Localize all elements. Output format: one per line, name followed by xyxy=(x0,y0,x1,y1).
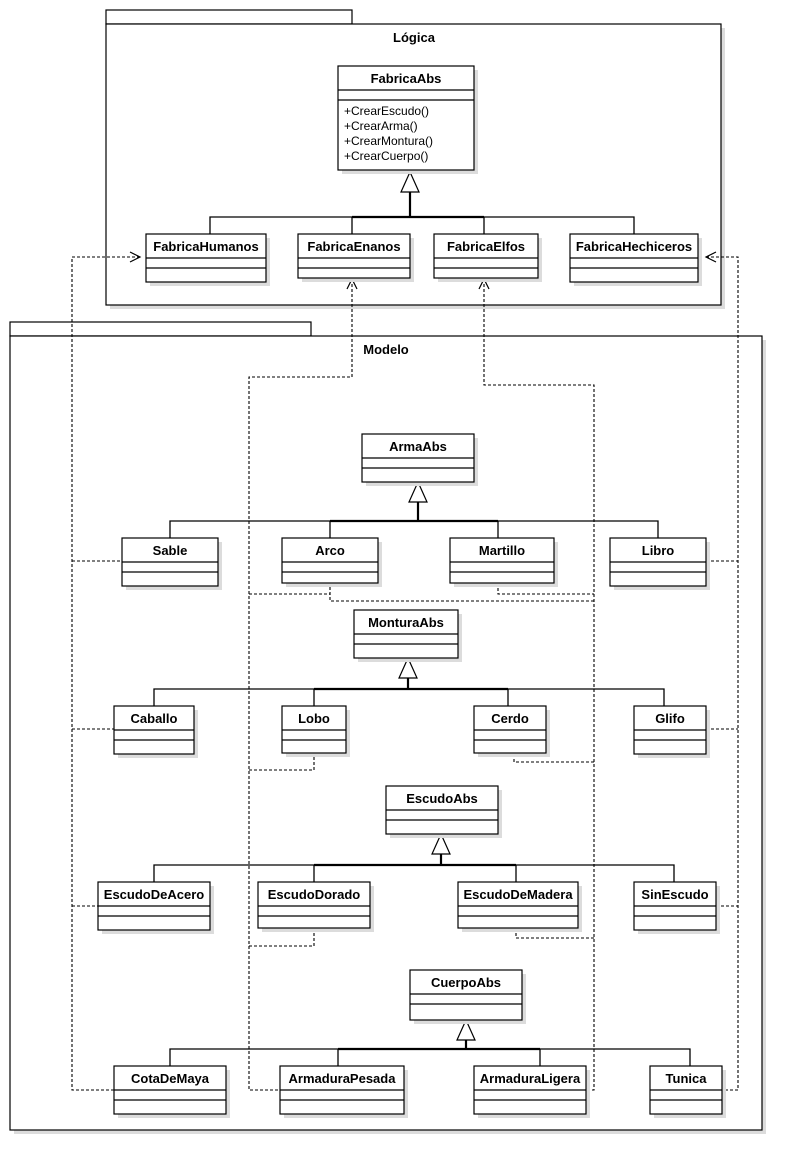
class-libro-name: Libro xyxy=(642,543,675,558)
class-armadura-pesada-name: ArmaduraPesada xyxy=(289,1071,397,1086)
class-escudo-de-madera[interactable]: EscudoDeMadera xyxy=(457,881,582,932)
class-fabrica-abs-operation: +CrearMontura() xyxy=(344,134,433,148)
class-sable-name: Sable xyxy=(153,543,188,558)
class-cota-de-maya[interactable]: CotaDeMaya xyxy=(113,1065,230,1118)
class-libro[interactable]: Libro xyxy=(609,537,710,590)
class-fabrica-elfos-name: FabricaElfos xyxy=(447,239,525,254)
class-cota-de-maya-name: CotaDeMaya xyxy=(131,1071,210,1086)
class-escudo-de-acero[interactable]: EscudoDeAcero xyxy=(97,881,214,934)
class-fabrica-enanos-name: FabricaEnanos xyxy=(307,239,400,254)
class-lobo[interactable]: Lobo xyxy=(281,705,350,757)
class-fabrica-hechiceros[interactable]: FabricaHechiceros xyxy=(569,233,702,286)
class-armadura-ligera-name: ArmaduraLigera xyxy=(480,1071,581,1086)
class-cerdo-name: Cerdo xyxy=(491,711,529,726)
class-fabrica-abs[interactable]: FabricaAbs+CrearEscudo()+CrearArma()+Cre… xyxy=(337,65,478,174)
generalizations xyxy=(153,170,691,1066)
class-escudo-abs-name: EscudoAbs xyxy=(406,791,478,806)
class-caballo-name: Caballo xyxy=(131,711,178,726)
class-martillo-name: Martillo xyxy=(479,543,525,558)
class-montura-abs[interactable]: MonturaAbs xyxy=(353,609,462,662)
class-fabrica-hechiceros-name: FabricaHechiceros xyxy=(576,239,692,254)
class-sin-escudo[interactable]: SinEscudo xyxy=(633,881,720,934)
class-tunica[interactable]: Tunica xyxy=(649,1065,726,1118)
generalization-arrowhead-montura xyxy=(398,656,418,679)
class-armadura-pesada[interactable]: ArmaduraPesada xyxy=(279,1065,408,1118)
package-modelo-label: Modelo xyxy=(363,342,409,357)
dependencies xyxy=(71,251,739,1091)
class-escudo-de-madera-name: EscudoDeMadera xyxy=(463,887,573,902)
class-fabrica-humanos[interactable]: FabricaHumanos xyxy=(145,233,270,286)
class-sable[interactable]: Sable xyxy=(121,537,222,590)
class-escudo-dorado[interactable]: EscudoDorado xyxy=(257,881,374,932)
class-sin-escudo-name: SinEscudo xyxy=(641,887,708,902)
class-fabrica-abs-operation: +CrearEscudo() xyxy=(344,104,429,118)
class-armadura-ligera[interactable]: ArmaduraLigera xyxy=(473,1065,590,1118)
class-glifo-name: Glifo xyxy=(655,711,685,726)
class-cuerpo-abs-name: CuerpoAbs xyxy=(431,975,501,990)
class-tunica-name: Tunica xyxy=(666,1071,708,1086)
classes: FabricaAbs+CrearEscudo()+CrearArma()+Cre… xyxy=(97,65,726,1118)
dependency-fabrica-humanos xyxy=(71,256,140,1091)
generalization-arrowhead-fabrica xyxy=(400,170,420,193)
class-caballo[interactable]: Caballo xyxy=(113,705,198,758)
class-martillo[interactable]: Martillo xyxy=(449,537,558,587)
class-fabrica-enanos[interactable]: FabricaEnanos xyxy=(297,233,414,282)
class-glifo[interactable]: Glifo xyxy=(633,705,710,758)
dependency-fabrica-enanos xyxy=(248,279,353,1091)
class-fabrica-abs-name: FabricaAbs xyxy=(371,71,442,86)
generalization-arrowhead-cuerpo xyxy=(456,1018,476,1041)
dependency-fabrica-elfos xyxy=(483,279,595,1091)
class-fabrica-humanos-name: FabricaHumanos xyxy=(153,239,258,254)
class-arco-name: Arco xyxy=(315,543,345,558)
class-escudo-de-acero-name: EscudoDeAcero xyxy=(104,887,204,902)
class-arma-abs-name: ArmaAbs xyxy=(389,439,447,454)
class-arma-abs[interactable]: ArmaAbs xyxy=(361,433,478,486)
class-escudo-abs[interactable]: EscudoAbs xyxy=(385,785,502,838)
dependency-fabrica-hechiceros xyxy=(706,256,739,1091)
class-cuerpo-abs[interactable]: CuerpoAbs xyxy=(409,969,526,1024)
class-escudo-dorado-name: EscudoDorado xyxy=(268,887,361,902)
class-fabrica-elfos[interactable]: FabricaElfos xyxy=(433,233,542,282)
class-lobo-name: Lobo xyxy=(298,711,330,726)
class-fabrica-abs-operation: +CrearArma() xyxy=(344,119,418,133)
class-montura-abs-name: MonturaAbs xyxy=(368,615,444,630)
class-arco[interactable]: Arco xyxy=(281,537,382,587)
class-fabrica-abs-operation: +CrearCuerpo() xyxy=(344,149,428,163)
class-cerdo[interactable]: Cerdo xyxy=(473,705,550,757)
generalization-arrowhead-escudo xyxy=(431,832,451,855)
generalization-arrowhead-arma xyxy=(408,480,428,503)
package-logica-label: Lógica xyxy=(393,30,436,45)
